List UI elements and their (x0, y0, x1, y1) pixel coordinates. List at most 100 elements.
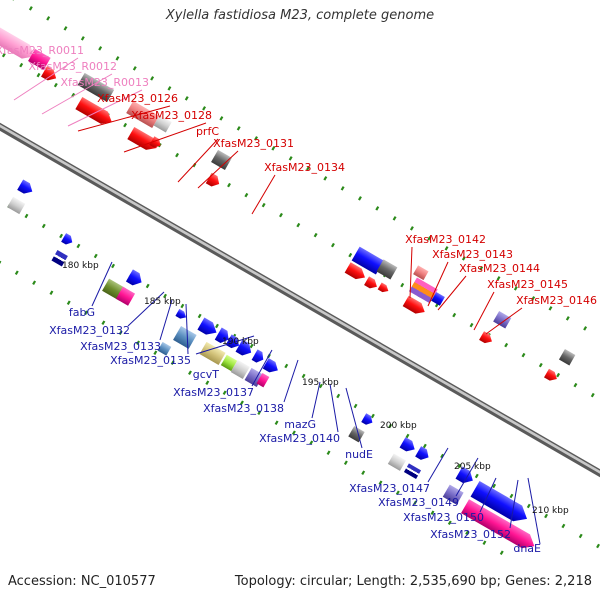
leader-line (177, 138, 219, 183)
guide-dot (353, 403, 358, 409)
gene-label: XfasM23_0146 (516, 294, 597, 307)
guide-dot (150, 76, 155, 81)
guide-dot (84, 310, 89, 316)
guide-dot (80, 36, 85, 41)
leader-line (251, 174, 276, 215)
gene-feature (41, 66, 57, 81)
gene-feature (0, 24, 35, 59)
guide-dot (430, 510, 435, 516)
guide-dot (482, 540, 487, 546)
gene-label: XfasM23_0152 (430, 528, 511, 541)
tick-label: 195 kbp (302, 378, 339, 388)
gene-feature (205, 172, 220, 187)
leader-line (345, 387, 363, 449)
guide-dot (261, 202, 266, 208)
guide-dot (392, 216, 397, 221)
gene-label: XfasM23_0145 (487, 278, 568, 291)
gene-feature (230, 359, 250, 380)
guide-dot (336, 393, 341, 399)
guide-dot (254, 136, 258, 141)
gene-label: XfasM23_0150 (403, 511, 484, 524)
tick-label: 205 kbp (454, 462, 491, 472)
gene-feature (149, 136, 161, 148)
gene-feature (153, 115, 172, 133)
gene-feature (544, 368, 557, 381)
gene-label: XfasM23_R0012 (28, 60, 117, 73)
gene-feature (127, 126, 157, 150)
leader-line (195, 335, 255, 355)
guide-dot (474, 473, 479, 479)
guide-dot (271, 146, 276, 151)
gene-feature (493, 311, 512, 329)
guide-dot (583, 326, 588, 331)
guide-dot (132, 66, 137, 71)
gene-label: XfasM23_0128 (131, 109, 212, 122)
guide-dot (457, 463, 462, 469)
guide-dot (509, 493, 514, 499)
guide-dot (14, 270, 19, 276)
leader-line (91, 261, 113, 307)
guide-dot (53, 82, 58, 88)
gene-feature (377, 282, 389, 293)
gene-feature (125, 269, 142, 286)
leader-line (485, 307, 523, 335)
guide-dot (49, 290, 54, 296)
gene-label: XfasM23_R0013 (60, 76, 149, 89)
guide-dot (98, 46, 103, 51)
guide-dot (236, 126, 241, 131)
page-title: Xylella fastidiosa M23, complete genome (165, 8, 435, 23)
guide-dot (461, 256, 466, 261)
gene-feature (17, 179, 33, 194)
gene-feature (7, 196, 26, 215)
guide-dot (538, 362, 543, 368)
gene-label: gcvT (193, 368, 220, 381)
guide-dot (46, 16, 51, 21)
gene-label: XfasM23_0138 (203, 402, 284, 415)
leader-line (185, 303, 189, 355)
gene-feature (387, 453, 406, 471)
guide-dot (301, 373, 306, 379)
gene-feature (351, 246, 384, 275)
guide-dot (326, 450, 331, 456)
gene-label: XfasM23_0140 (259, 432, 340, 445)
guide-dot (444, 246, 449, 251)
gene-label: XfasM23_0133 (80, 340, 161, 353)
gene-feature (197, 317, 217, 335)
gene-feature (28, 48, 51, 71)
guide-dot (0, 260, 2, 266)
guide-dot (197, 313, 202, 319)
guide-dot (340, 186, 345, 191)
gene-label: XfasM23_0144 (459, 262, 540, 275)
gene-feature (361, 413, 373, 425)
gene-feature (115, 286, 136, 306)
leader-line (409, 246, 413, 299)
gene-label: fabG (69, 306, 95, 319)
guide-dot (145, 283, 150, 289)
guide-dot (257, 410, 262, 416)
leader-line (479, 477, 497, 513)
guide-dot (573, 382, 578, 388)
guide-dot (101, 320, 106, 326)
guide-dot (19, 62, 24, 68)
tick-label: 210 kbp (532, 506, 569, 516)
guide-dot (24, 213, 29, 219)
guide-dot (288, 156, 293, 161)
guide-dot (274, 420, 279, 426)
guide-dot (240, 400, 244, 406)
gene-feature (479, 331, 492, 344)
gene-label: prfC (196, 125, 219, 138)
gene-feature (262, 358, 278, 373)
guide-dot (222, 390, 227, 396)
gene-feature (344, 262, 365, 280)
guide-dot (544, 513, 549, 519)
leader-line (329, 383, 339, 433)
guide-dot (427, 236, 432, 241)
guide-dot (219, 116, 224, 121)
guide-dot (565, 316, 570, 321)
guide-dot (76, 243, 81, 249)
guide-dot (313, 232, 318, 238)
guide-dot (331, 242, 335, 248)
gene-feature (256, 373, 270, 388)
guide-dot (531, 296, 536, 301)
gene-label: dnaE (513, 542, 541, 555)
